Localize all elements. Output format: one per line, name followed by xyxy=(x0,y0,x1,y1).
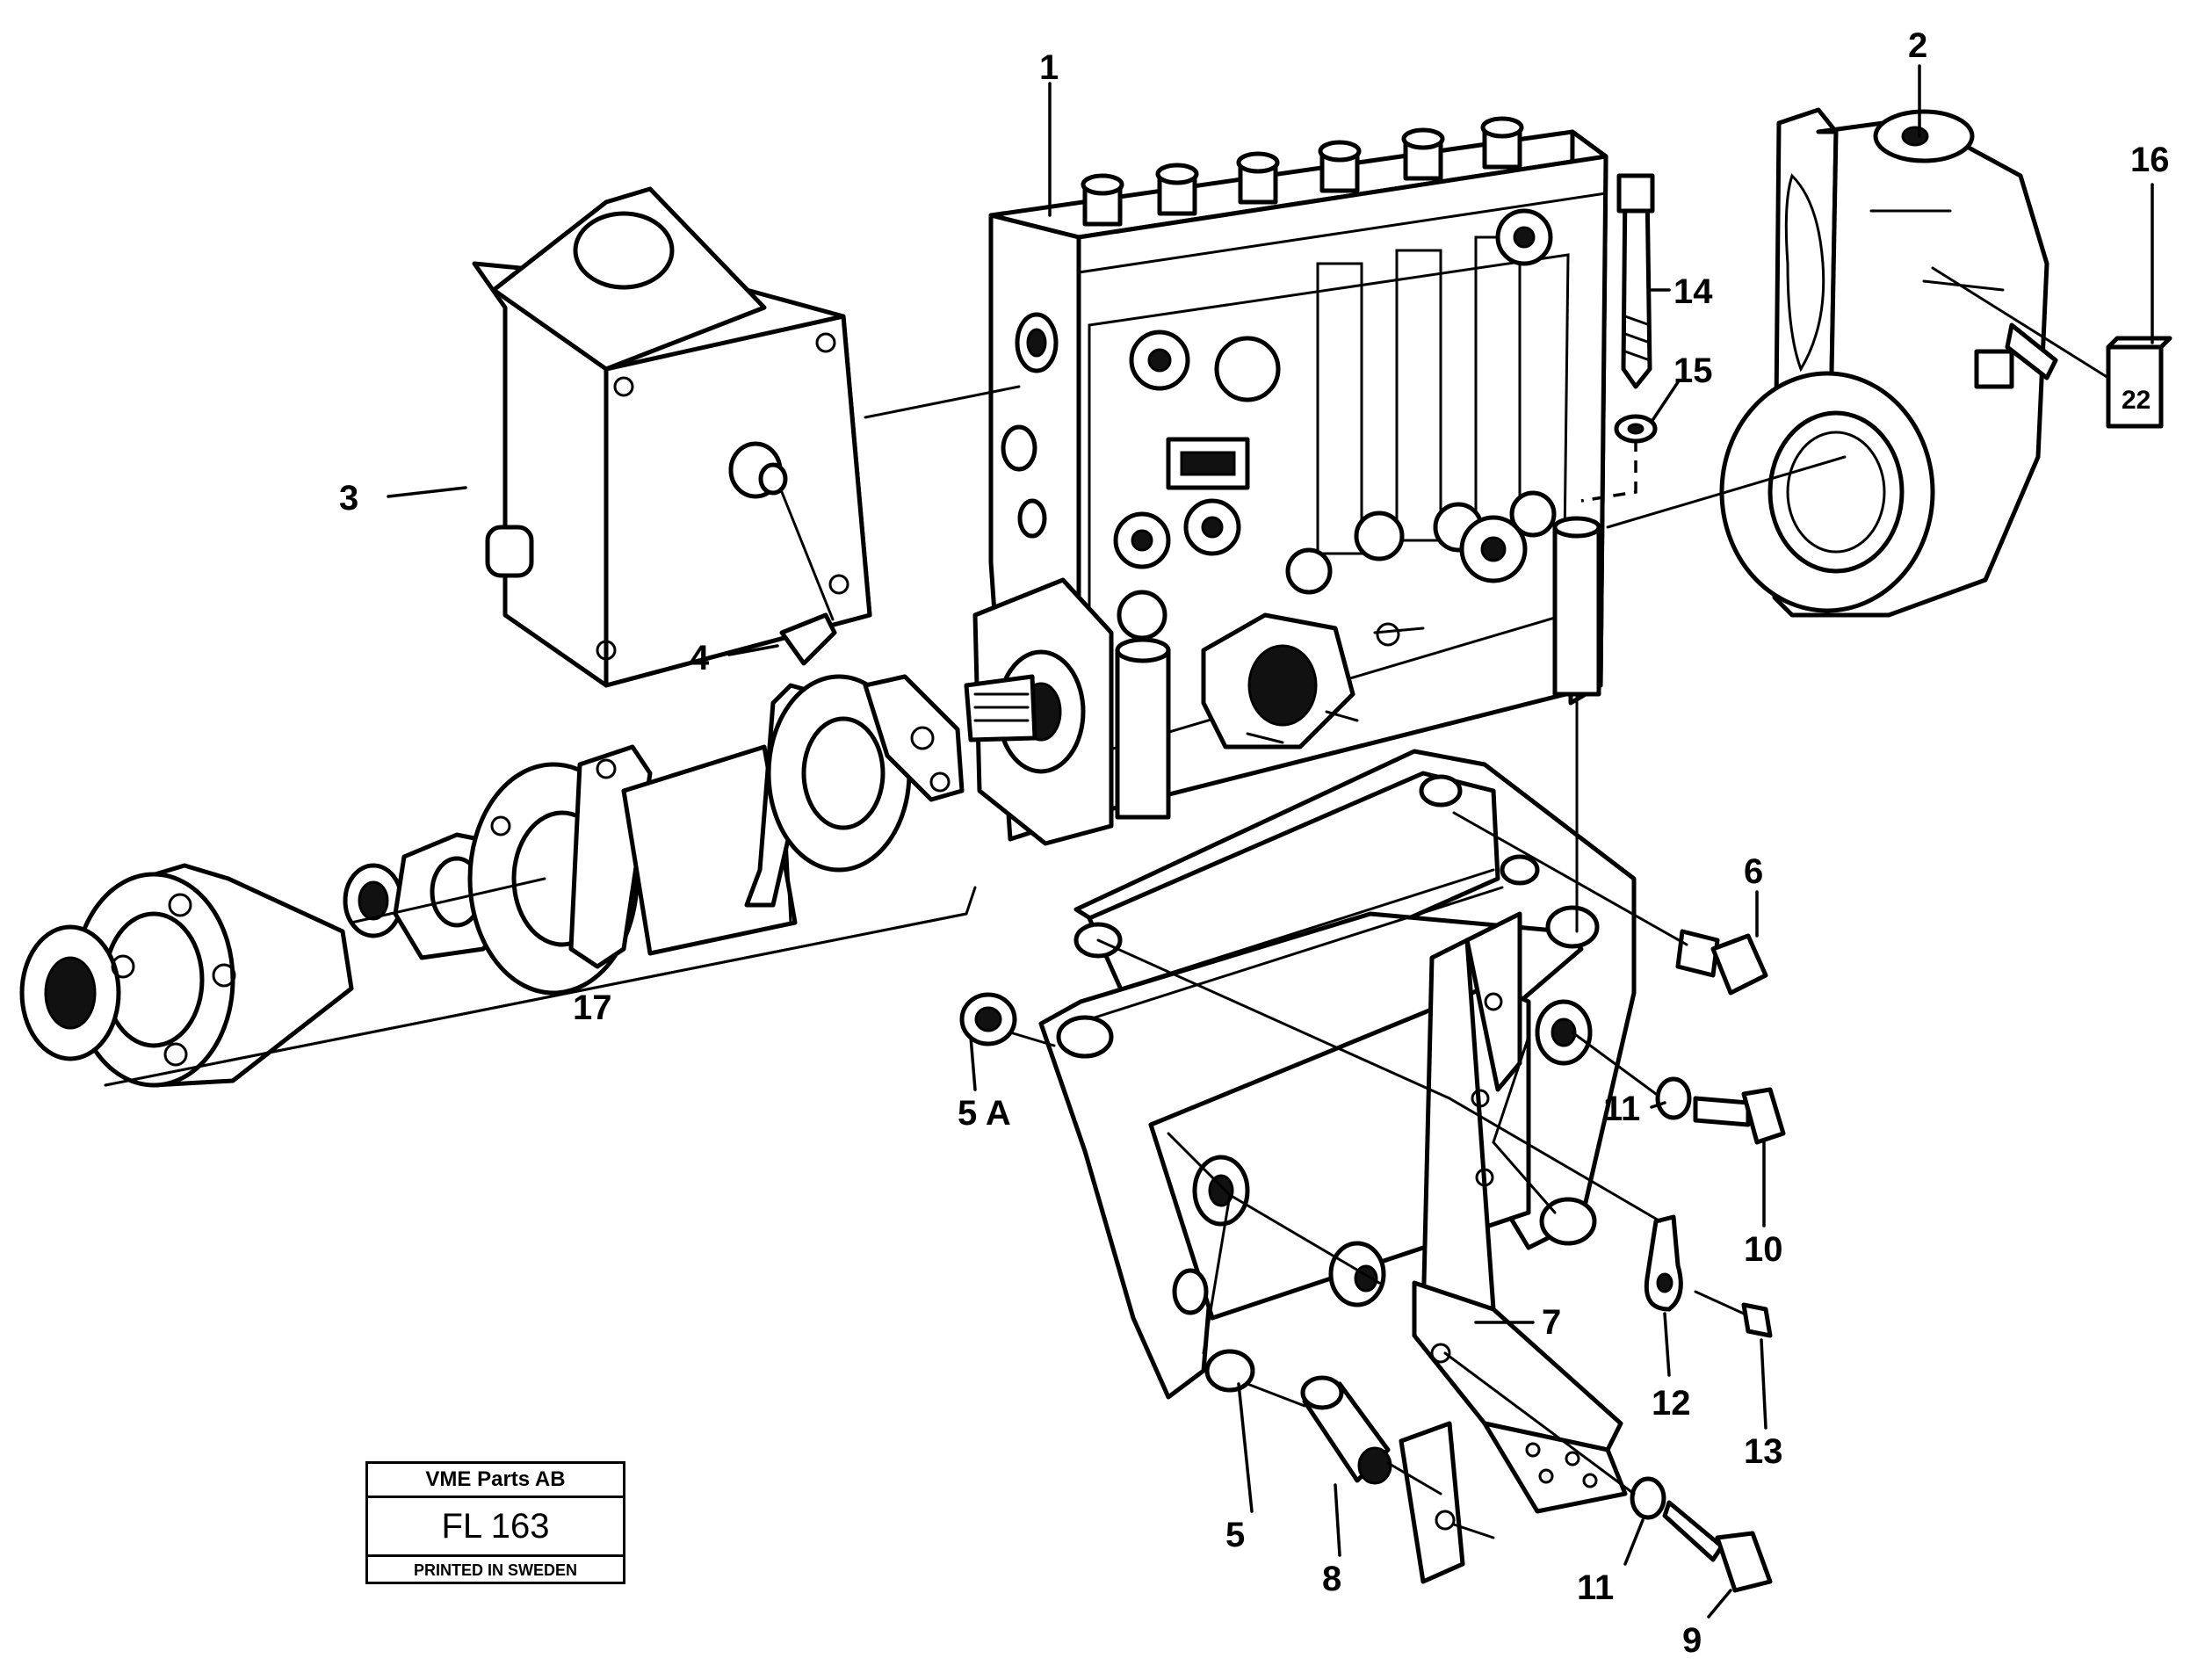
callout-7: 7 xyxy=(1542,1303,1561,1342)
label-plate: 22 xyxy=(2106,336,2172,429)
fasteners xyxy=(1614,173,1786,1593)
bushing-5a xyxy=(959,992,1017,1047)
pump-bracket xyxy=(1038,749,1637,1400)
delivery-valve-holders xyxy=(1081,116,1524,227)
callout-17: 17 xyxy=(573,989,612,1027)
callout-leaders xyxy=(387,64,2154,1619)
callout-numbers: 1 2 3 4 5 5 A 6 7 8 9 10 11 11 12 13 14 … xyxy=(339,26,2170,1660)
callout-4: 4 xyxy=(690,639,710,677)
callout-1: 1 xyxy=(1039,48,1059,87)
callout-5a: 5 A xyxy=(958,1094,1011,1133)
title-block-printed: PRINTED IN SWEDEN xyxy=(413,1561,577,1579)
assembly-lines xyxy=(350,266,2110,1539)
governor-cover xyxy=(472,186,872,688)
callout-5: 5 xyxy=(1225,1516,1245,1554)
callout-11-upper: 11 xyxy=(1603,1090,1640,1128)
callout-14: 14 xyxy=(1673,272,1713,311)
seal-clip xyxy=(779,490,837,666)
callout-9: 9 xyxy=(1682,1621,1702,1660)
callout-16: 16 xyxy=(2130,141,2170,179)
callout-13: 13 xyxy=(1744,1432,1783,1471)
title-block-number: FL 163 xyxy=(368,1498,623,1557)
injection-pump-body xyxy=(964,116,1608,846)
callout-2: 2 xyxy=(1908,26,1927,65)
title-block-company: VME Parts AB xyxy=(368,1464,623,1498)
callout-6: 6 xyxy=(1744,852,1763,891)
callout-11-lower: 11 xyxy=(1577,1568,1614,1607)
title-block: VME Parts AB FL 163 PRINTED IN SWEDEN xyxy=(365,1461,625,1584)
drive-coupling-assembly xyxy=(19,674,977,1088)
governor-housing xyxy=(1719,107,2058,618)
callout-15: 15 xyxy=(1673,351,1713,390)
label-plate-value: 22 xyxy=(2122,386,2151,415)
callout-8: 8 xyxy=(1322,1560,1341,1598)
support-strap xyxy=(1399,911,1628,1584)
callout-10: 10 xyxy=(1744,1230,1783,1269)
spacer-sleeve xyxy=(1300,1375,1392,1485)
callout-12: 12 xyxy=(1652,1384,1691,1423)
callout-3: 3 xyxy=(339,479,358,518)
